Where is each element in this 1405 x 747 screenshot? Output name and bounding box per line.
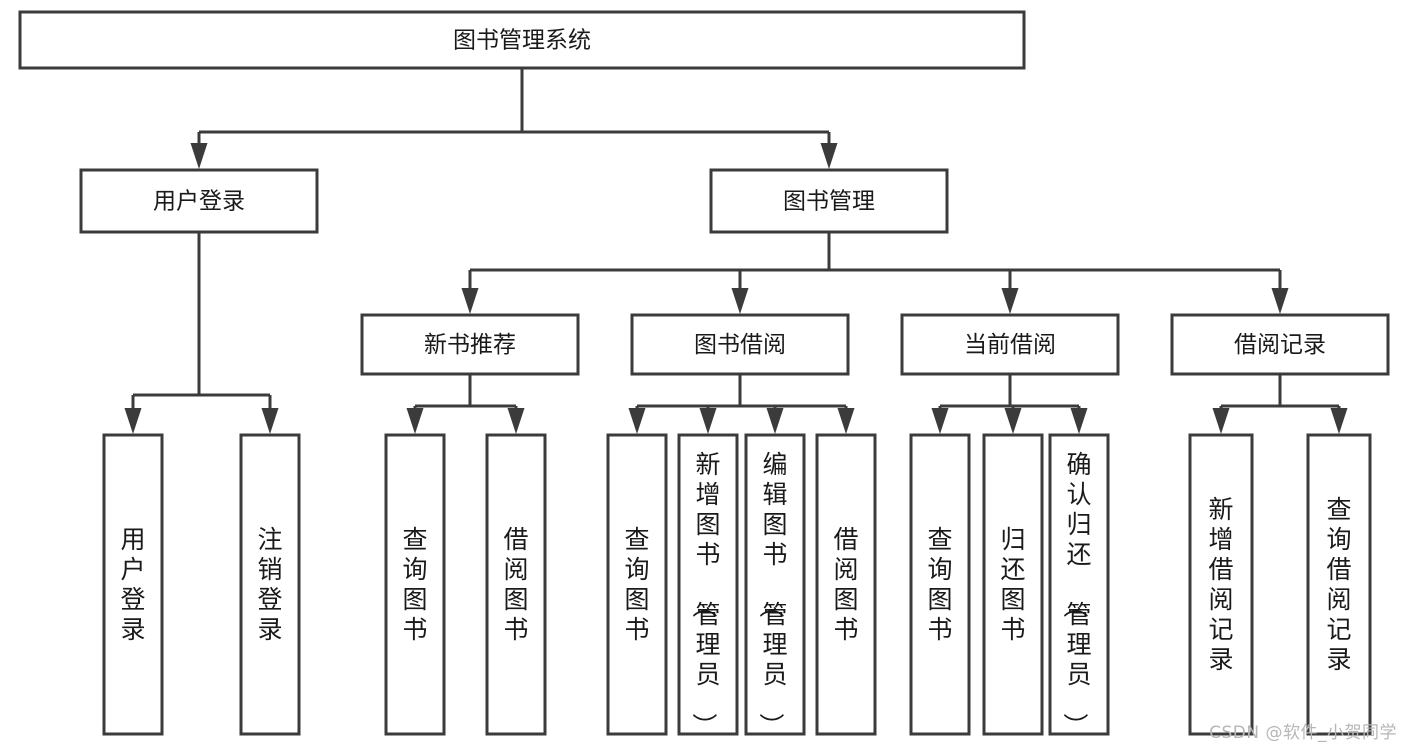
node-box[interactable]: [102, 433, 164, 736]
arrow-head-icon: [507, 408, 525, 434]
node-label: 查询图书: [402, 525, 427, 644]
arrow-head-icon: [1070, 408, 1088, 434]
node-box[interactable]: [744, 433, 806, 736]
node-label: 注销登录: [257, 525, 282, 644]
node-box[interactable]: [1188, 433, 1254, 736]
node-label: 确认归还（管理员）: [1060, 450, 1091, 738]
tree-node[interactable]: 新增借阅记录: [1188, 433, 1254, 736]
arrow-head-icon: [931, 408, 949, 434]
tree-node[interactable]: 编辑图书（管理员）: [744, 433, 806, 738]
node-box[interactable]: [485, 433, 547, 736]
node-label: 编辑图书（管理员）: [756, 450, 787, 738]
node-box[interactable]: [1170, 313, 1390, 376]
arrow-head-icon: [261, 408, 279, 434]
tree-node[interactable]: 查询图书: [606, 433, 668, 736]
tree-node[interactable]: 确认归还（管理员）: [1048, 433, 1110, 738]
tree-node[interactable]: 归还图书: [982, 433, 1044, 736]
node-label: 借阅图书: [833, 525, 858, 644]
node-label: 归还图书: [1000, 525, 1025, 644]
arrow-head-icon: [731, 288, 749, 314]
tree-node[interactable]: 查询借阅记录: [1306, 433, 1372, 736]
arrow-head-icon: [1271, 288, 1289, 314]
node-label: 当前借阅: [964, 332, 1056, 358]
node-label: 借阅图书: [503, 525, 528, 644]
node-box[interactable]: [1306, 433, 1372, 736]
tree-node[interactable]: 图书管理: [709, 168, 949, 234]
node-box[interactable]: [677, 433, 739, 736]
node-label: 借阅记录: [1234, 332, 1326, 358]
node-label: 用户登录: [153, 189, 245, 215]
node-label: 用户登录: [120, 525, 145, 644]
node-box[interactable]: [18, 10, 1026, 70]
arrow-head-icon: [1004, 408, 1022, 434]
node-box[interactable]: [606, 433, 668, 736]
node-box[interactable]: [815, 433, 877, 736]
tree-node[interactable]: 图书借阅: [630, 313, 850, 376]
node-label: 图书管理系统: [453, 28, 591, 54]
node-box[interactable]: [900, 313, 1120, 376]
arrow-head-icon: [1330, 408, 1348, 434]
tree-node[interactable]: 用户登录: [79, 168, 319, 234]
tree-node[interactable]: 查询图书: [384, 433, 446, 736]
arrow-head-icon: [820, 143, 838, 169]
node-box[interactable]: [630, 313, 850, 376]
arrow-head-icon: [766, 408, 784, 434]
tree-node[interactable]: 用户登录: [102, 433, 164, 736]
tree-node[interactable]: 新书推荐: [360, 313, 580, 376]
tree-node[interactable]: 图书管理系统: [18, 10, 1026, 70]
node-layer: 图书管理系统用户登录图书管理新书推荐图书借阅当前借阅借阅记录用户登录注销登录查询…: [18, 10, 1390, 738]
node-box[interactable]: [982, 433, 1044, 736]
arrow-head-icon: [699, 408, 717, 434]
node-box[interactable]: [909, 433, 971, 736]
connector-layer: [124, 68, 1348, 434]
arrow-head-icon: [461, 288, 479, 314]
node-box[interactable]: [360, 313, 580, 376]
watermark-text: CSDN @软件_小贺同学: [1209, 723, 1397, 743]
node-box[interactable]: [79, 168, 319, 234]
arrow-head-icon: [837, 408, 855, 434]
node-box[interactable]: [384, 433, 446, 736]
tree-node[interactable]: 当前借阅: [900, 313, 1120, 376]
tree-node[interactable]: 借阅图书: [815, 433, 877, 736]
arrow-head-icon: [190, 143, 208, 169]
tree-node[interactable]: 借阅记录: [1170, 313, 1390, 376]
arrow-head-icon: [406, 408, 424, 434]
node-label: 新增借阅记录: [1208, 495, 1233, 674]
arrow-head-icon: [628, 408, 646, 434]
tree-node[interactable]: 查询图书: [909, 433, 971, 736]
node-label: 新书推荐: [424, 332, 516, 358]
tree-node[interactable]: 借阅图书: [485, 433, 547, 736]
node-box[interactable]: [239, 433, 301, 736]
arrow-head-icon: [1001, 288, 1019, 314]
node-label: 图书借阅: [694, 332, 786, 358]
node-label: 查询图书: [927, 525, 952, 644]
node-label: 查询图书: [624, 525, 649, 644]
arrow-head-icon: [124, 408, 142, 434]
node-label: 查询借阅记录: [1326, 495, 1351, 674]
node-box[interactable]: [709, 168, 949, 234]
node-box[interactable]: [1048, 433, 1110, 736]
node-label: 新增图书（管理员）: [689, 450, 720, 738]
tree-node[interactable]: 注销登录: [239, 433, 301, 736]
node-label: 图书管理: [783, 189, 875, 215]
tree-node[interactable]: 新增图书（管理员）: [677, 433, 739, 738]
arrow-head-icon: [1212, 408, 1230, 434]
